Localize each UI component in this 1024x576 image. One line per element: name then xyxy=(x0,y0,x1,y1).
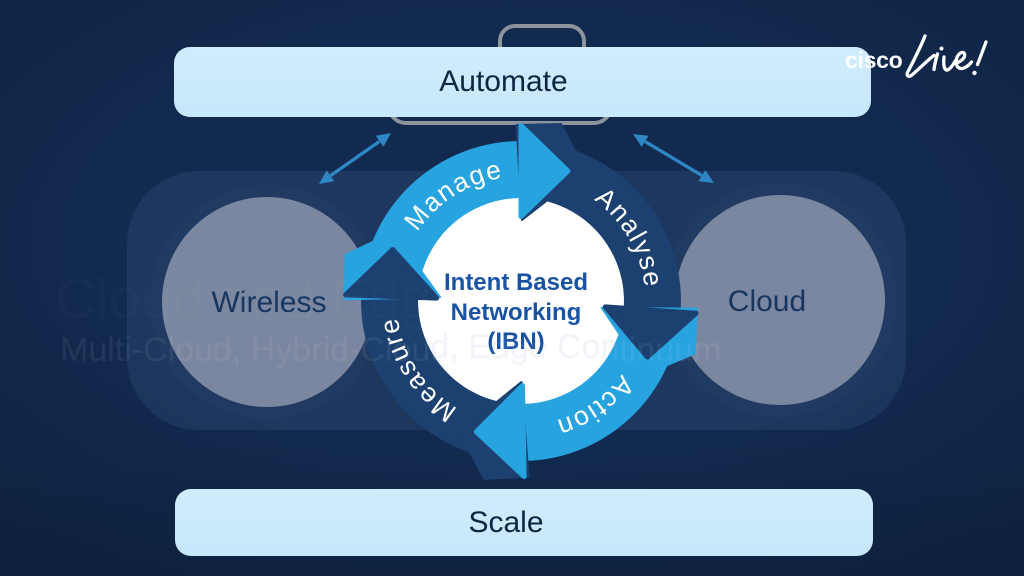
svg-text:cisco: cisco xyxy=(845,47,903,73)
svg-text:Multi-Cloud, Hybrid-Cloud, Edg: Multi-Cloud, Hybrid-Cloud, Edge Continuu… xyxy=(330,328,720,366)
